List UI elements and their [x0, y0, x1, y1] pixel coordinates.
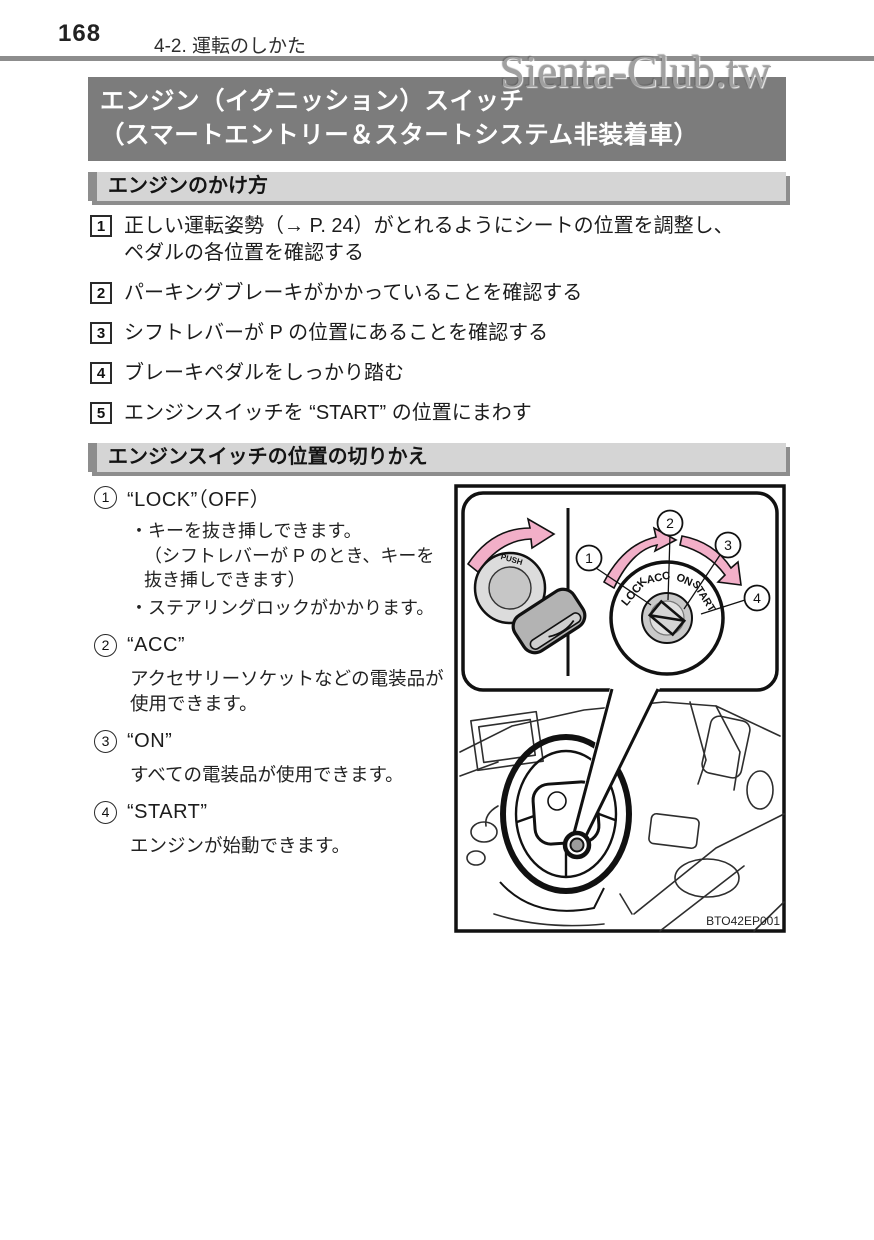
ignition-dial-illustration: LOCK ACC ON START 1 2 3 4 [575, 509, 771, 676]
rotate-arrow-right [679, 535, 742, 586]
breadcrumb: 4-2. 運転のしかた [154, 36, 307, 57]
keyhole [647, 599, 687, 637]
position-label: “ACC” [127, 634, 186, 656]
position-number-badge: 2 [94, 634, 117, 657]
position-item-start: 4 “START” エンジンが始動できます。 [88, 801, 460, 858]
section-heading: エンジンのかけ方 [108, 175, 268, 197]
position-head: 3 “ON” [88, 730, 460, 753]
step-text: パーキングブレーキがかかっていることを確認する [124, 282, 583, 304]
position-number-badge: 1 [94, 486, 117, 509]
section-header-engine-start: エンジンのかけ方 [88, 172, 786, 201]
callout-circle-1 [575, 544, 603, 572]
position-label: “ON” [127, 730, 173, 752]
callout-circle-3 [714, 531, 742, 559]
callout-number-2: 2 [666, 515, 674, 531]
callout-number-3: 3 [724, 537, 732, 553]
rotate-arrow-left [602, 526, 678, 590]
position-description: すべての電装品が使用できます。 [130, 764, 404, 785]
step-row: 2 パーキングブレーキがかかっていることを確認する [88, 280, 794, 307]
page-number: 168 [58, 20, 102, 47]
watermark: Sienta-Club.tw [500, 47, 772, 97]
step-text: シフトレバーが P の位置にあることを確認する [124, 322, 549, 344]
position-label: “START” [127, 801, 208, 823]
position-head: 2 “ACC” [88, 634, 460, 657]
position-item-lock: 1 “LOCK”（OFF） ・キーを抜き挿しできます。 （シフトレバーが P の… [88, 483, 460, 620]
callout-number-4: 4 [753, 590, 761, 606]
position-head: 1 “LOCK”（OFF） [88, 483, 460, 512]
chapter-title-box: エンジン（イグニッション）スイッチ （スマートエントリー＆スタートシステム非装着… [88, 77, 786, 161]
callout-circle-4 [743, 584, 771, 612]
position-bullet: ・ステアリングロックがかかります。 [130, 597, 435, 618]
step-row: 5 エンジンスイッチを “START” の位置にまわす [88, 400, 794, 427]
position-number-badge: 4 [94, 801, 117, 824]
callout-number-1: 1 [585, 550, 593, 566]
ignition-switch-figure: PUSH LOCK ACC ON ST [454, 484, 786, 933]
step-text: 正しい運転姿勢（→ P. 24）がとれるようにシートの位置を調整し、 ペダルの各… [124, 215, 734, 264]
switch-position-list: 1 “LOCK”（OFF） ・キーを抜き挿しできます。 （シフトレバーが P の… [88, 483, 460, 872]
position-description: アクセサリーソケットなどの電装品が 使用できます。 [130, 668, 444, 714]
position-label: “LOCK”（OFF） [127, 489, 271, 511]
step-number-badge: 4 [90, 362, 112, 384]
ignition-switch-illustration: PUSH LOCK ACC ON ST [454, 484, 786, 933]
step-row: 1 正しい運転姿勢（→ P. 24）がとれるようにシートの位置を調整し、 ペダル… [88, 213, 794, 267]
dial-label-acc: ACC [645, 570, 671, 587]
step-row: 4 ブレーキペダルをしっかり踏む [88, 360, 794, 387]
step-number-badge: 3 [90, 322, 112, 344]
position-head: 4 “START” [88, 801, 460, 824]
figure-caption: BTO42EP001 [706, 914, 780, 928]
section-heading: エンジンスイッチの位置の切りかえ [108, 446, 428, 468]
key-insert-illustration: PUSH [466, 517, 587, 655]
position-number-badge: 3 [94, 730, 117, 753]
key-fob [511, 587, 587, 655]
step-text: ブレーキペダルをしっかり踏む [124, 362, 404, 384]
section-header-switch-positions: エンジンスイッチの位置の切りかえ [88, 443, 786, 472]
callout-circle-2 [656, 509, 684, 537]
step-number-badge: 1 [90, 215, 112, 237]
position-bullet: ・キーを抜き挿しできます。 （シフトレバーが P のとき、キーを 抜き挿しできま… [130, 521, 435, 590]
position-item-acc: 2 “ACC” アクセサリーソケットなどの電装品が 使用できます。 [88, 634, 460, 716]
position-description: エンジンが始動できます。 [130, 835, 351, 856]
position-item-on: 3 “ON” すべての電装品が使用できます。 [88, 730, 460, 787]
step-number-badge: 2 [90, 282, 112, 304]
rotate-arrow-small [466, 517, 556, 574]
chapter-title-line2: （スマートエントリー＆スタートシステム非装着車） [100, 122, 699, 149]
step-number-badge: 5 [90, 402, 112, 424]
header-rule [0, 56, 874, 61]
dashboard-line-art [459, 701, 785, 932]
chapter-title-line1: エンジン（イグニッション）スイッチ [100, 88, 525, 115]
engine-start-steps: 1 正しい運転姿勢（→ P. 24）がとれるようにシートの位置を調整し、 ペダル… [88, 213, 794, 440]
step-text: エンジンスイッチを “START” の位置にまわす [124, 402, 532, 424]
step-row: 3 シフトレバーが P の位置にあることを確認する [88, 320, 794, 347]
